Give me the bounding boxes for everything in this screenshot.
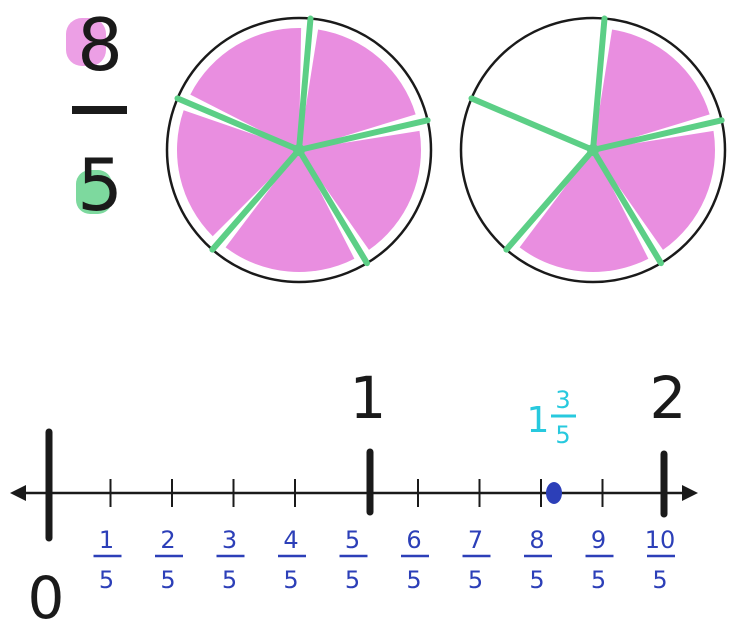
fifth-label-numerator: 6 [406,526,421,554]
fraction-bar [72,106,127,114]
fifth-ticks [109,479,604,507]
fifth-label-denominator: 5 [406,566,421,594]
fifth-label-numerator: 8 [529,526,544,554]
fifth-label-numerator: 4 [283,526,298,554]
circle-outline [165,16,433,284]
fifth-label: 95 [585,526,614,594]
shaded-sector [177,110,299,237]
fraction-denominator: 5 [77,143,123,227]
fifth-label-denominator: 5 [591,566,606,594]
right-arrow-icon [682,485,698,501]
fifth-label: 105 [645,526,676,594]
divider-line [296,117,431,153]
unshaded-sector [484,28,595,150]
center-dot [293,144,305,156]
fifth-label: 65 [401,526,429,594]
fifth-label-denominator: 5 [283,566,298,594]
fifth-label: 45 [278,526,306,594]
fifth-label: 75 [462,526,491,594]
denominator-highlight [76,170,112,214]
divider-line [590,147,664,267]
shaded-sector [593,29,710,150]
fifth-label-denominator: 5 [99,566,114,594]
circle-whole-2 [459,15,727,284]
shaded-sector [299,29,416,150]
divider-line [174,95,302,153]
marked-point [546,482,562,504]
marked-point-numerator: 3 [555,386,570,414]
fifth-label-numerator: 3 [222,526,237,554]
fifth-label: 25 [155,526,183,594]
fraction-label: 8 5 [66,3,127,227]
fifth-label-numerator: 2 [160,526,175,554]
divider-line [468,95,596,153]
shaded-sector [190,28,302,150]
marked-point-label: 1 3 5 [527,386,576,449]
divider-line [590,117,725,153]
divider-line [209,147,302,253]
circle-whole-1 [165,15,433,284]
whole-label-0: 0 [28,564,65,625]
divider-line [296,15,314,153]
fifth-label-numerator: 10 [645,526,676,554]
divider-line [590,15,608,153]
fifth-label-numerator: 5 [345,526,360,554]
numerator-highlight [66,18,106,66]
shaded-sector [519,150,649,272]
fifth-label-numerator: 7 [468,526,483,554]
whole-label-2: 2 [650,364,687,432]
center-dot [587,144,599,156]
fifth-label-denominator: 5 [652,566,667,594]
divider-line [503,147,596,253]
fifth-label-denominator: 5 [160,566,175,594]
whole-label-1: 1 [350,364,387,432]
fifth-label-denominator: 5 [468,566,483,594]
divider-line [296,147,370,267]
fifth-label: 15 [93,526,122,594]
fifth-label: 85 [524,526,552,594]
marked-point-denominator: 5 [555,421,570,449]
marked-point-whole: 1 [527,400,550,441]
fifth-label-denominator: 5 [529,566,544,594]
shaded-sector [593,130,716,250]
fifth-label-denominator: 5 [345,566,360,594]
fifth-label-denominator: 5 [222,566,237,594]
fifth-label-numerator: 1 [99,526,114,554]
fifth-label: 35 [216,526,245,594]
left-arrow-icon [10,485,26,501]
shaded-sector [299,130,421,250]
fifth-label-numerator: 9 [591,526,606,554]
fraction-numerator: 8 [77,3,123,87]
circle-outline [459,16,727,284]
shaded-sector [225,150,355,272]
fifth-label: 55 [339,526,368,594]
